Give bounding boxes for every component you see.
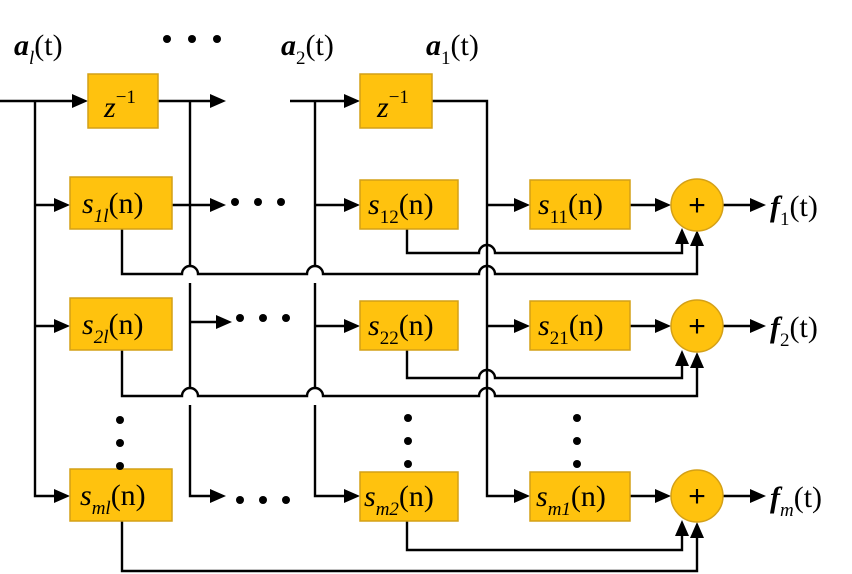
adder-2: + [670,299,724,353]
adder-2-plus: + [688,310,706,343]
sml-return [120,521,699,573]
label-f-m: fm(t) [770,481,822,521]
label-a-2: a2(t) [281,29,334,69]
block-sm2: sm2(n) [359,471,459,522]
sm2-return [405,521,684,552]
block-s2l: s2l(n) [69,297,173,351]
arrowheads [54,94,766,538]
s2l-return [120,350,699,398]
adder-m: + [670,469,724,523]
label-f-1: f1(t) [770,190,818,230]
label-a-1: a1(t) [426,29,479,69]
wires [0,99,752,573]
delay-block-2: z−1 [359,73,433,129]
label-a-l: al(t) [14,29,63,69]
svg-text:s1l(n): s1l(n) [82,187,143,227]
s1l-return [120,229,699,276]
al-bus [33,101,60,498]
svg-text:sml(n): sml(n) [80,479,146,519]
a2-bus [313,101,350,498]
label-f-2: f2(t) [770,311,818,351]
block-sml: sml(n) [69,468,173,522]
delay-2-label: z−1 [376,87,409,124]
svg-text:sm2(n): sm2(n) [364,480,434,520]
block-s22: s22(n) [359,300,459,351]
delay1-bus [188,101,210,498]
block-sm1: sm1(n) [529,471,631,522]
svg-text:s11(n): s11(n) [538,188,603,228]
adder-1: + [670,178,724,232]
block-s12: s12(n) [359,179,459,230]
svg-text:s22(n): s22(n) [368,309,434,349]
svg-text:s12(n): s12(n) [368,188,434,228]
delay-1-label: z−1 [103,87,136,124]
svg-text:sm1(n): sm1(n) [536,480,606,520]
a1-bus [432,99,520,498]
svg-text:s21(n): s21(n) [538,309,604,349]
s22-return [405,350,684,380]
adder-1-plus: + [688,189,706,222]
s12-return [405,229,684,255]
block-s21: s21(n) [529,300,631,351]
delay-block-1: z−1 [87,73,159,129]
block-s11: s11(n) [529,179,631,230]
adder-m-plus: + [688,480,706,513]
ellipses [116,35,581,504]
svg-text:s2l(n): s2l(n) [82,308,143,348]
block-s1l: s1l(n) [69,176,173,230]
